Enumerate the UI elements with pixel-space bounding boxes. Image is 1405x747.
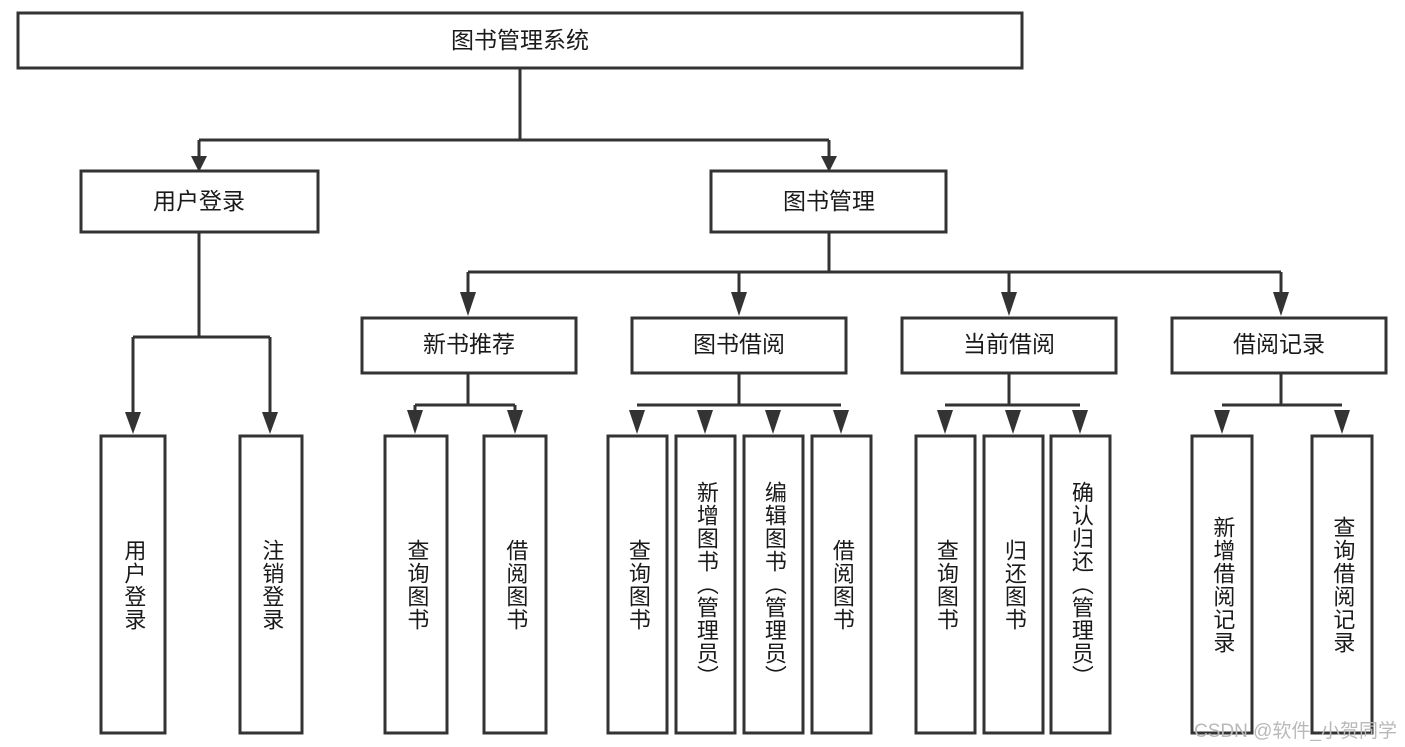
node-book-borrow[interactable] xyxy=(630,316,848,375)
leafbox-add-book[interactable] xyxy=(674,434,737,735)
leafbox-query-book-1[interactable] xyxy=(383,434,449,735)
label-root-system: 图书管理系统 xyxy=(451,27,589,53)
leafbox-return-book[interactable] xyxy=(982,434,1045,735)
label-new-book-recommend: 新书推荐 xyxy=(423,331,515,357)
leafbox-query-book-2[interactable] xyxy=(606,434,669,735)
connector-bookborrow-to-leaves xyxy=(629,373,849,434)
connector-bookmanagement-to-level3 xyxy=(460,232,1289,316)
leafbox-user-login[interactable] xyxy=(99,434,167,735)
label-borrow-record: 借阅记录 xyxy=(1233,331,1325,357)
watermark-text: CSDN @软件_小贺同学 xyxy=(1194,721,1397,742)
connector-newbook-to-leaves xyxy=(407,373,523,434)
connector-borrowrecord-to-leaves xyxy=(1214,373,1350,434)
node-root-system[interactable] xyxy=(16,11,1024,70)
node-current-borrow[interactable] xyxy=(900,316,1118,375)
leafbox-confirm-return[interactable] xyxy=(1049,434,1112,735)
label-book-management: 图书管理 xyxy=(783,188,875,214)
node-borrow-record[interactable] xyxy=(1170,316,1388,375)
node-new-book-recommend[interactable] xyxy=(360,316,578,375)
node-user-login[interactable] xyxy=(79,169,320,234)
leafbox-edit-book[interactable] xyxy=(742,434,805,735)
leafbox-borrow-book-2[interactable] xyxy=(810,434,873,735)
leafbox-logout-login[interactable] xyxy=(238,434,304,735)
leafbox-query-book-3[interactable] xyxy=(914,434,977,735)
leafbox-add-record[interactable] xyxy=(1190,434,1254,735)
connector-userlogin-to-leaves xyxy=(125,232,278,434)
node-book-management[interactable] xyxy=(709,169,948,234)
connector-root-to-level2 xyxy=(191,68,837,172)
label-user-login: 用户登录 xyxy=(153,188,245,214)
leafbox-query-record[interactable] xyxy=(1310,434,1374,735)
leafbox-borrow-book-1[interactable] xyxy=(482,434,548,735)
label-current-borrow: 当前借阅 xyxy=(963,331,1055,357)
label-book-borrow: 图书借阅 xyxy=(693,331,785,357)
connector-currentborrow-to-leaves xyxy=(937,373,1088,434)
